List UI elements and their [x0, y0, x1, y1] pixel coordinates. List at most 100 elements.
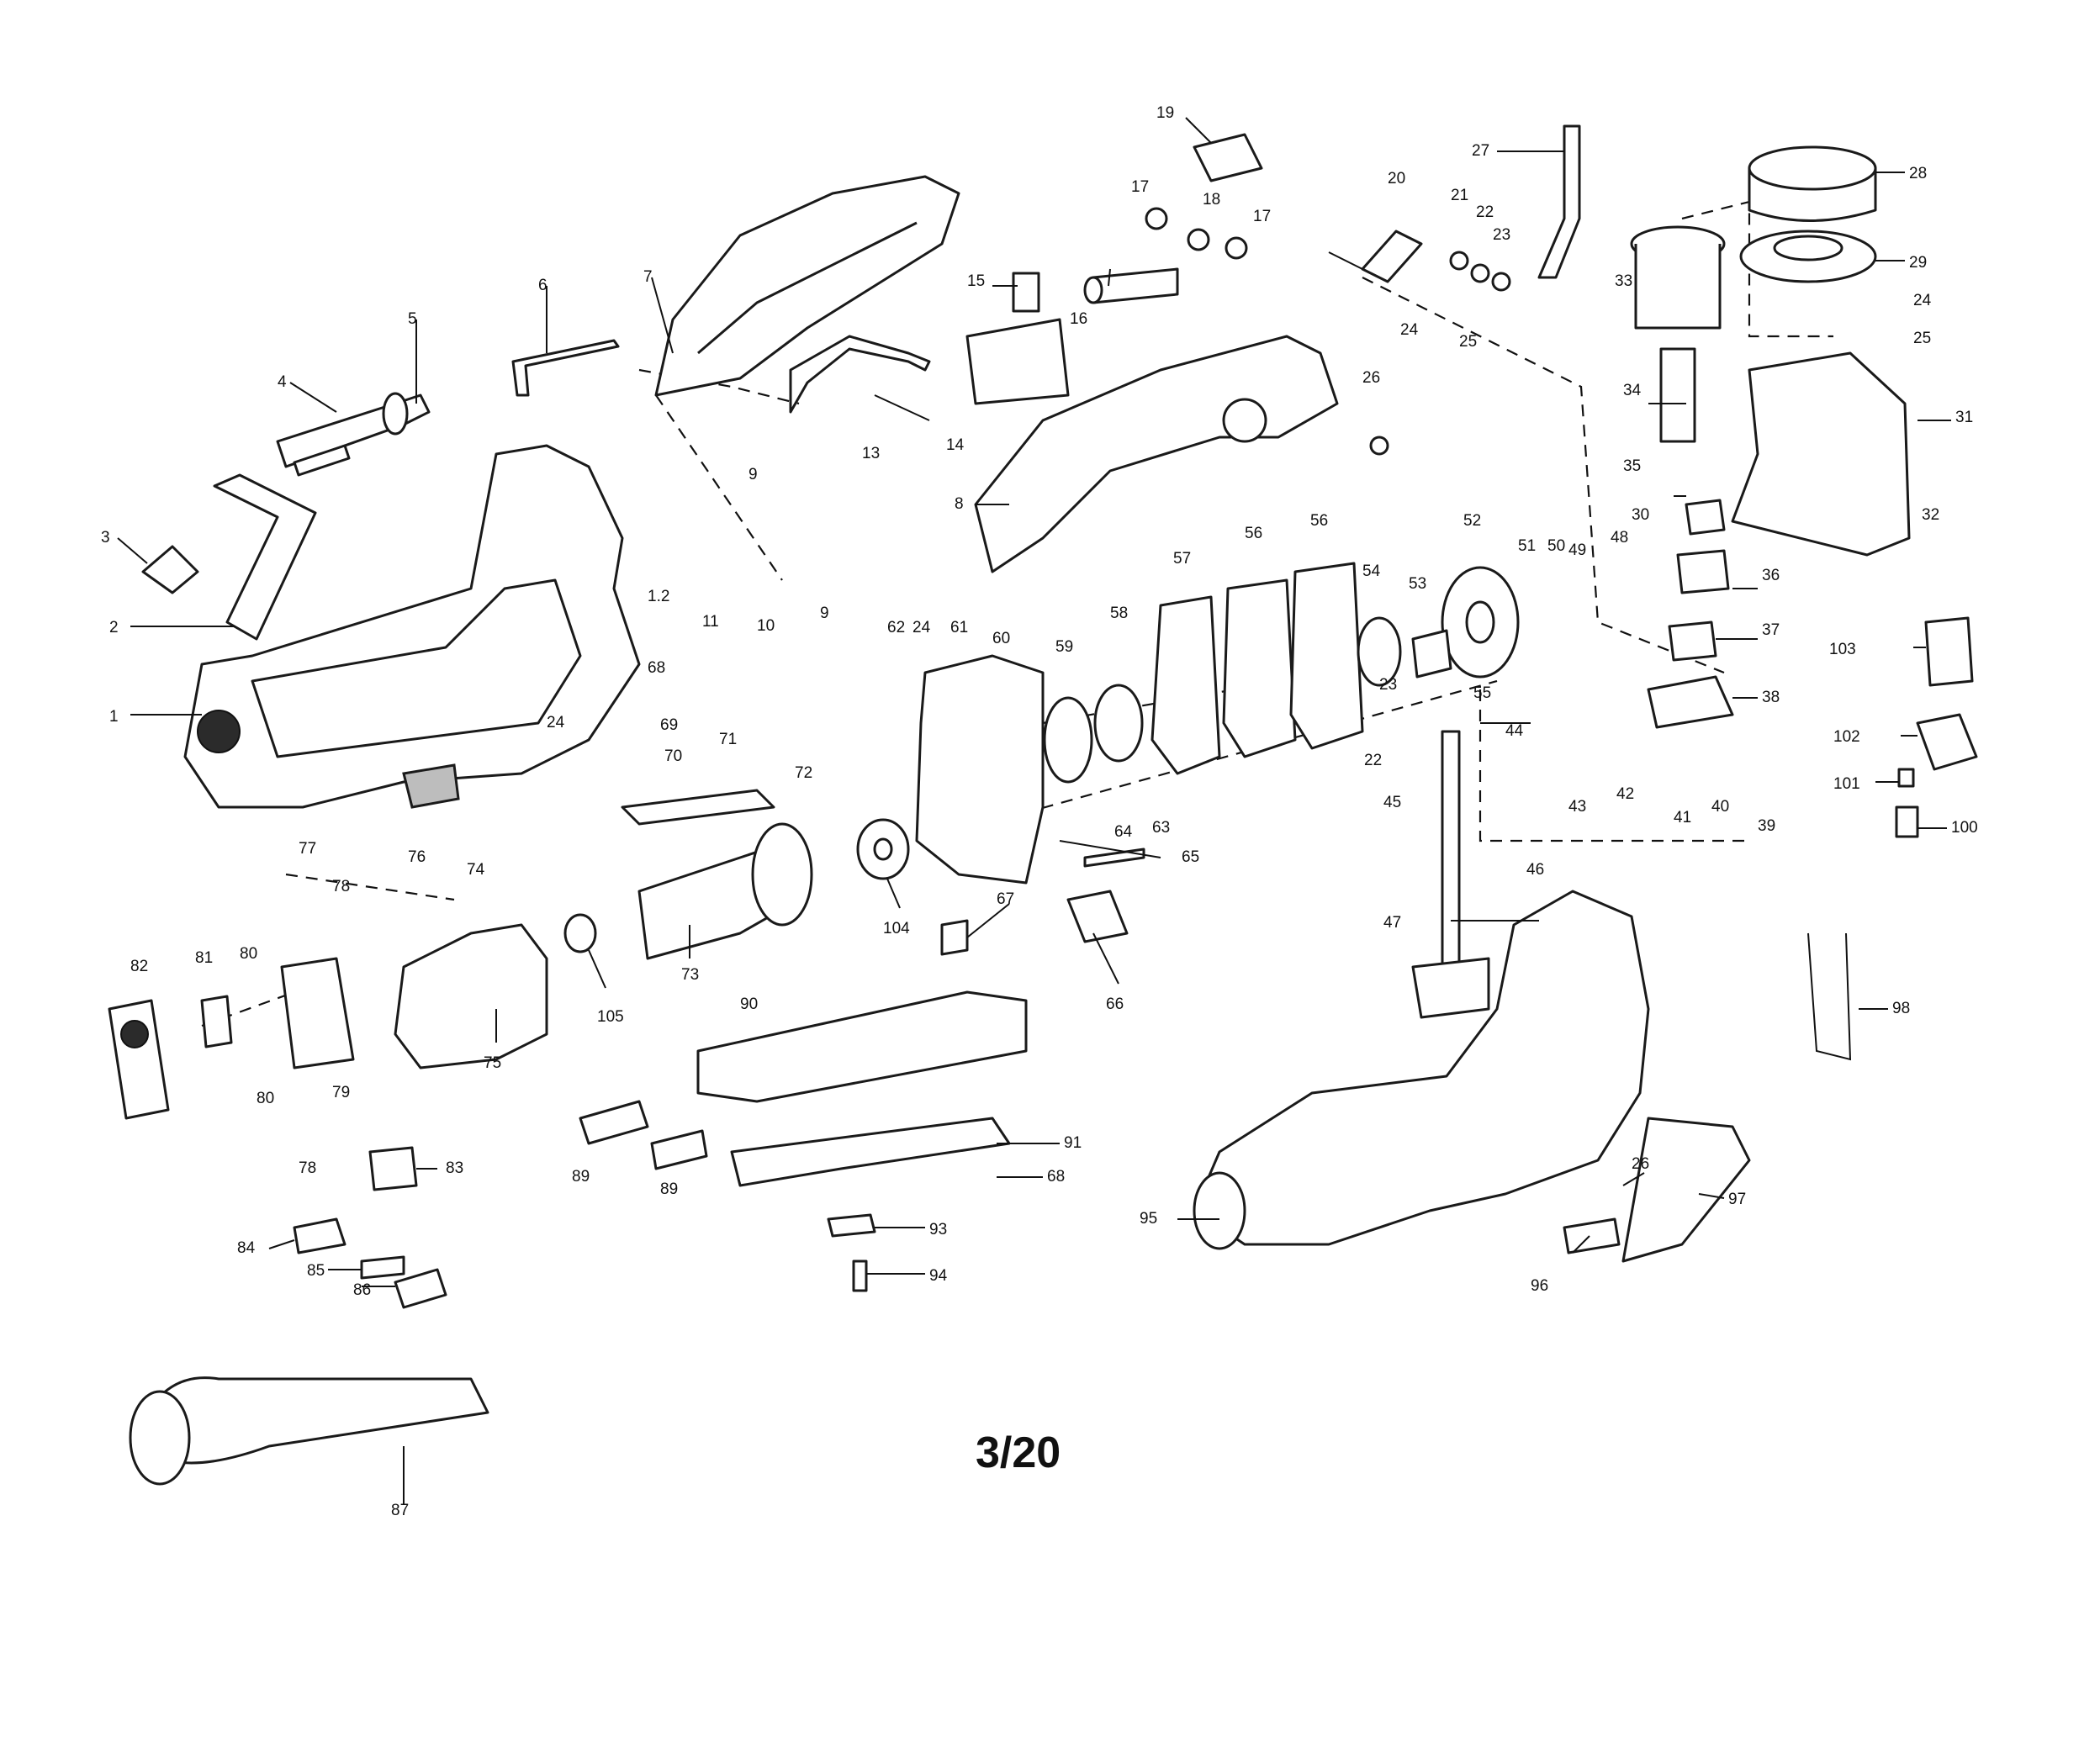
callout-26a: 26: [1362, 369, 1380, 387]
callout-52: 52: [1463, 512, 1481, 530]
part-73-armature: [637, 822, 813, 960]
part-58-59-discs: [1043, 684, 1144, 784]
callout-38: 38: [1762, 689, 1780, 706]
part-33-spool: [1630, 225, 1726, 330]
callout-104: 104: [883, 920, 910, 937]
callout-60: 60: [992, 630, 1010, 647]
part-17-18-clips: [1145, 207, 1248, 260]
callout-7: 7: [643, 268, 653, 286]
callout-28: 28: [1909, 165, 1927, 182]
callout-3: 3: [101, 529, 110, 547]
part-54-ring: [1357, 616, 1402, 687]
callout-89b: 89: [660, 1180, 678, 1198]
callout-80a: 80: [240, 945, 257, 963]
part-100-101-caps: [1895, 768, 1919, 838]
callout-62: 62: [887, 619, 905, 636]
part-3-bracket: [141, 545, 199, 594]
callout-36: 36: [1762, 567, 1780, 584]
callout-91: 91: [1064, 1134, 1082, 1152]
part-56-plates: [1222, 562, 1364, 758]
callout-9b: 9: [820, 605, 829, 622]
callout-56a: 56: [1245, 525, 1262, 542]
callout-46: 46: [1526, 861, 1544, 879]
callout-33: 33: [1615, 272, 1632, 290]
callout-100: 100: [1951, 819, 1978, 837]
callout-70: 70: [664, 747, 682, 765]
part-27-shaft: [1537, 124, 1581, 279]
callout-58: 58: [1110, 605, 1128, 622]
part-14-block: [965, 318, 1070, 405]
callout-81: 81: [195, 949, 213, 967]
part-104-bearing: [856, 818, 910, 880]
callout-2: 2: [109, 619, 119, 636]
part-96-screw: [1563, 1217, 1621, 1254]
part-6-hex-key: [511, 339, 620, 397]
part-15-spring: [1012, 272, 1040, 313]
part-57-plate: [1151, 595, 1221, 775]
callout-102: 102: [1833, 728, 1860, 746]
callout-24d: 24: [547, 714, 565, 731]
callout-25a: 25: [1459, 333, 1477, 351]
callout-84: 84: [237, 1239, 256, 1257]
callout-65: 65: [1182, 848, 1199, 866]
part-29-ring: [1739, 230, 1877, 283]
callout-79: 79: [332, 1084, 350, 1101]
callout-29: 29: [1909, 254, 1927, 272]
callout-22a: 22: [1476, 203, 1494, 221]
callout-37: 37: [1762, 621, 1780, 639]
part-87-vac-adapter: [129, 1376, 489, 1486]
part-103-plate: [1924, 616, 1974, 687]
callout-49: 49: [1568, 541, 1586, 559]
callout-9a: 9: [748, 466, 758, 483]
callout-76: 76: [408, 848, 426, 866]
part-105-bearing: [563, 913, 597, 953]
part-20-lever: [1361, 230, 1423, 283]
callout-73: 73: [681, 966, 699, 984]
part-13-spring-arm: [789, 335, 931, 414]
callout-93: 93: [929, 1221, 947, 1238]
part-21-25-washers: [1449, 251, 1511, 292]
callout-19: 19: [1156, 104, 1174, 122]
callout-47: 47: [1383, 914, 1401, 932]
callout-20: 20: [1388, 170, 1405, 187]
callout-67: 67: [997, 890, 1014, 908]
callout-78b: 78: [299, 1159, 316, 1177]
callout-101: 101: [1833, 775, 1860, 793]
callout-75: 75: [484, 1054, 501, 1072]
callout-44: 44: [1505, 722, 1524, 740]
small-parts: [293, 789, 1145, 1309]
callout-12: 1.2: [648, 588, 669, 605]
callout-45: 45: [1383, 794, 1401, 811]
part-52-gear: [1441, 566, 1520, 679]
callout-31: 31: [1955, 409, 1973, 426]
callout-22b: 22: [1364, 752, 1382, 769]
part-75-field: [394, 923, 548, 1069]
callout-6: 6: [538, 277, 547, 294]
part-98-clip: [1807, 932, 1852, 1061]
part-79-brush-holder: [280, 957, 355, 1069]
callout-69: 69: [660, 716, 678, 734]
callout-64: 64: [1114, 823, 1133, 841]
callout-35: 35: [1623, 457, 1641, 475]
callout-24a: 24: [1400, 321, 1419, 339]
page-number: 3/20: [976, 1429, 1061, 1477]
callout-56b: 56: [1310, 512, 1328, 530]
callout-95: 95: [1140, 1210, 1157, 1228]
part-28-cap: [1748, 145, 1877, 222]
callout-98: 98: [1892, 1000, 1910, 1017]
callout-26b: 26: [1632, 1155, 1649, 1173]
callout-23b: 23: [1379, 676, 1397, 694]
callout-57: 57: [1173, 550, 1191, 568]
callout-18: 18: [1203, 191, 1220, 209]
part-102-clamp: [1916, 713, 1978, 771]
callout-25b: 25: [1913, 330, 1931, 347]
callout-11: 11: [702, 613, 719, 631]
callout-94: 94: [929, 1267, 948, 1285]
callout-72: 72: [795, 764, 812, 782]
callout-89a: 89: [572, 1168, 590, 1186]
callout-59: 59: [1055, 638, 1073, 656]
callout-83: 83: [446, 1159, 463, 1177]
part-8-handle: [974, 335, 1339, 573]
part-34-sleeve: [1659, 347, 1696, 443]
callout-77: 77: [299, 840, 316, 858]
